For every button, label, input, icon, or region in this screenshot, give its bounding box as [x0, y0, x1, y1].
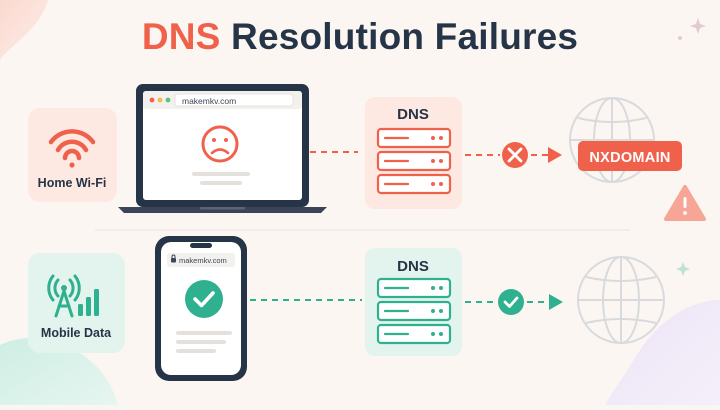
server-stack-icon	[376, 127, 452, 195]
x-circle-icon	[502, 142, 528, 168]
nxdomain-badge: NXDOMAIN	[578, 141, 682, 171]
page-title: DNS Resolution Failures	[0, 16, 720, 58]
phone-url: makemkv.com	[179, 256, 227, 265]
warning-triangle-icon	[664, 185, 706, 221]
wifi-icon	[48, 129, 96, 168]
dns-server-box-mobile: DNS	[365, 248, 462, 356]
phone-device: makemkv.com	[155, 236, 247, 381]
dns-server-box-home: DNS	[365, 97, 462, 209]
laptop-device: makemkv.com	[118, 84, 327, 213]
dns-label-mobile: DNS	[397, 258, 429, 275]
connection-label-mobile-data: Mobile Data	[41, 326, 112, 340]
dns-label-home: DNS	[397, 106, 429, 123]
cell-tower-icon	[47, 274, 81, 318]
title-rest: Resolution Failures	[231, 16, 579, 57]
lock-icon	[171, 254, 176, 263]
laptop-url: makemkv.com	[182, 96, 236, 106]
check-circle-icon-phone	[185, 280, 223, 318]
connection-card-mobile-data: Mobile Data	[28, 253, 125, 353]
connection-label-home-wifi: Home Wi-Fi	[38, 176, 107, 190]
signal-bars-icon	[78, 289, 99, 316]
globe-icon-mobile	[577, 256, 665, 344]
check-circle-icon-result	[498, 289, 524, 315]
title-accent: DNS	[141, 16, 221, 57]
laptop-address-bar	[174, 93, 294, 107]
sad-face-icon	[201, 125, 239, 163]
phone-address-bar	[167, 253, 235, 267]
server-stack-icon-2	[376, 277, 452, 345]
connection-card-home-wifi: Home Wi-Fi	[28, 108, 117, 202]
nxdomain-text: NXDOMAIN	[589, 150, 670, 166]
